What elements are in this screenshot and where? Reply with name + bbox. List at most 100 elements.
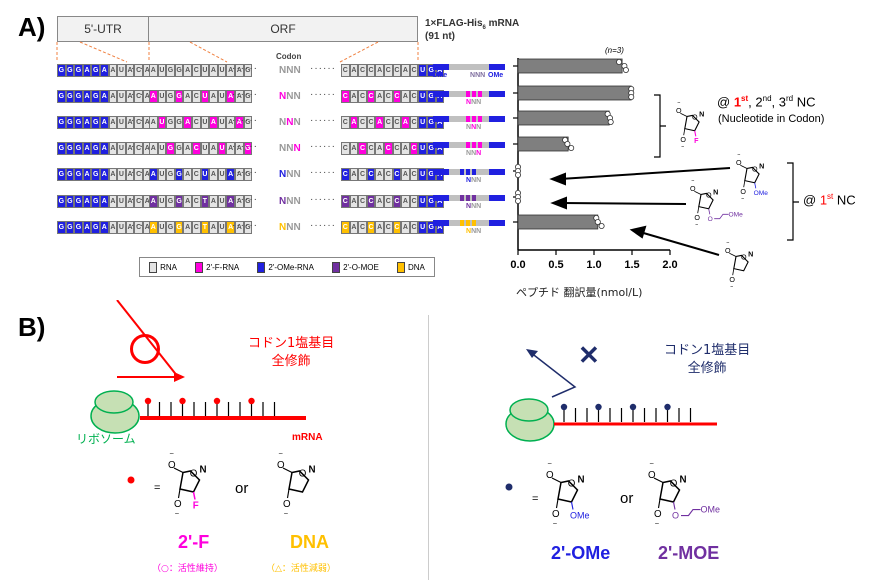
ellipsis: ··· — [131, 115, 144, 126]
nucleotide-box: A — [234, 168, 244, 181]
nucleotide-box: A — [349, 168, 359, 181]
nucleotide-box: G — [426, 116, 436, 129]
arrow-head-dna — [629, 225, 647, 239]
nucleotide-box: G — [426, 195, 436, 208]
data-point — [515, 197, 522, 204]
nucleotide-box: A — [183, 221, 192, 234]
nucleotide-box: A — [349, 90, 359, 103]
nucleotide-ticks-left — [144, 397, 276, 416]
nucleotide-box: A — [125, 195, 135, 208]
svg-text:~: ~ — [691, 178, 694, 184]
nucleotide-box: C — [366, 116, 376, 129]
nucleotide-box: A — [349, 221, 359, 234]
nucleotide-box: G — [166, 116, 175, 129]
arrow-dna — [639, 231, 720, 256]
nucleotide-box: A — [149, 195, 158, 208]
nucleotide-box: G — [91, 221, 100, 234]
mod-2ome-name: 2'-OMe — [551, 543, 611, 563]
nucleotide-box: C — [366, 64, 376, 77]
legend-item: 2'-O-MOE — [332, 261, 379, 273]
codon-letter: N — [286, 169, 294, 180]
nucleotide-box: A — [375, 116, 384, 129]
nucleotide-box: C — [358, 195, 367, 208]
svg-text:~: ~ — [655, 519, 660, 528]
svg-text:O: O — [725, 247, 731, 255]
codon-label: Codon — [276, 52, 302, 61]
nucleotide-box: G — [57, 64, 66, 77]
nucleotide-box: G — [57, 90, 66, 103]
legend-label: DNA — [407, 262, 425, 272]
svg-text:OMe: OMe — [754, 190, 769, 197]
svg-text:O: O — [740, 188, 746, 196]
nucleotide-box: C — [191, 64, 201, 77]
nc-explanation: (Nucleotide in Codon) — [718, 113, 825, 125]
nucleotide-box: A — [234, 195, 244, 208]
svg-text:~: ~ — [553, 519, 558, 528]
svg-text:~: ~ — [279, 449, 284, 458]
nucleotide-box: C — [134, 90, 143, 103]
nucleotide-box: A — [375, 195, 384, 208]
nucleotide-box: C — [366, 142, 376, 155]
nucleotide-box: A — [349, 64, 359, 77]
nucleotide-box: G — [74, 195, 83, 208]
right-title-line2: 全修飾 — [687, 361, 727, 376]
ellipsis: ··· — [131, 141, 144, 152]
navy-dot-legend — [505, 483, 513, 491]
nucleotide-box: G — [243, 221, 253, 234]
nucleotide-box: G — [174, 64, 184, 77]
nucleotide-box: A — [183, 90, 192, 103]
nucleotide-box: G — [65, 195, 75, 208]
x-tick-label: 1.0 — [586, 259, 601, 271]
second-sup: nd — [762, 94, 772, 103]
nucleotide-box: A — [108, 90, 118, 103]
nucleotide-box: U — [418, 142, 427, 155]
data-point — [564, 140, 571, 147]
nucleotide-box: A — [82, 195, 92, 208]
nucleotide-box: U — [117, 221, 126, 234]
right-equals: = — [532, 493, 539, 505]
nucleotide-box: C — [409, 116, 419, 129]
svg-text:O: O — [174, 499, 182, 510]
arrow-moe — [561, 202, 687, 205]
nucleotide-box: A — [82, 90, 92, 103]
schematic-nnn: NNN — [466, 150, 481, 157]
nucleotide-box: G — [174, 142, 184, 155]
ellipsis: ··· — [131, 63, 144, 74]
svg-text:O: O — [277, 460, 285, 471]
mod-dna-name: DNA — [290, 532, 329, 552]
svg-text:OMe: OMe — [701, 505, 721, 515]
codon-nnn: NNN — [279, 196, 301, 207]
codon-nnn: NNN — [279, 91, 301, 102]
mod-2f-note: （○：活性維持） — [152, 564, 223, 574]
nucleotide-box: A — [209, 142, 218, 155]
nucleotide-box: A — [401, 90, 410, 103]
data-point — [515, 171, 522, 178]
legend-item: 2'-OMe-RNA — [257, 261, 314, 273]
svg-text:N: N — [578, 475, 585, 486]
data-point — [607, 119, 614, 126]
svg-text:O: O — [708, 216, 713, 223]
panel-b-label: B) — [18, 312, 46, 342]
nucleotide-box: A — [108, 168, 118, 181]
ellipsis: ······ — [310, 141, 336, 152]
nucleotide-box: C — [134, 116, 143, 129]
nucleotide-box: U — [217, 168, 227, 181]
svg-text:O: O — [680, 136, 686, 144]
nucleotide-box: G — [426, 142, 436, 155]
nucleotide-box: G — [166, 90, 175, 103]
nucleotide-box: A — [99, 168, 109, 181]
nucleotide-box: A — [209, 64, 218, 77]
nucleotide-box: A — [82, 168, 92, 181]
orf-header: ORF — [148, 16, 418, 42]
nucleotide-box: U — [200, 116, 210, 129]
left-equals: = — [154, 482, 161, 494]
nucleotide-box: C — [341, 90, 350, 103]
nucleotide-box: A — [226, 221, 235, 234]
